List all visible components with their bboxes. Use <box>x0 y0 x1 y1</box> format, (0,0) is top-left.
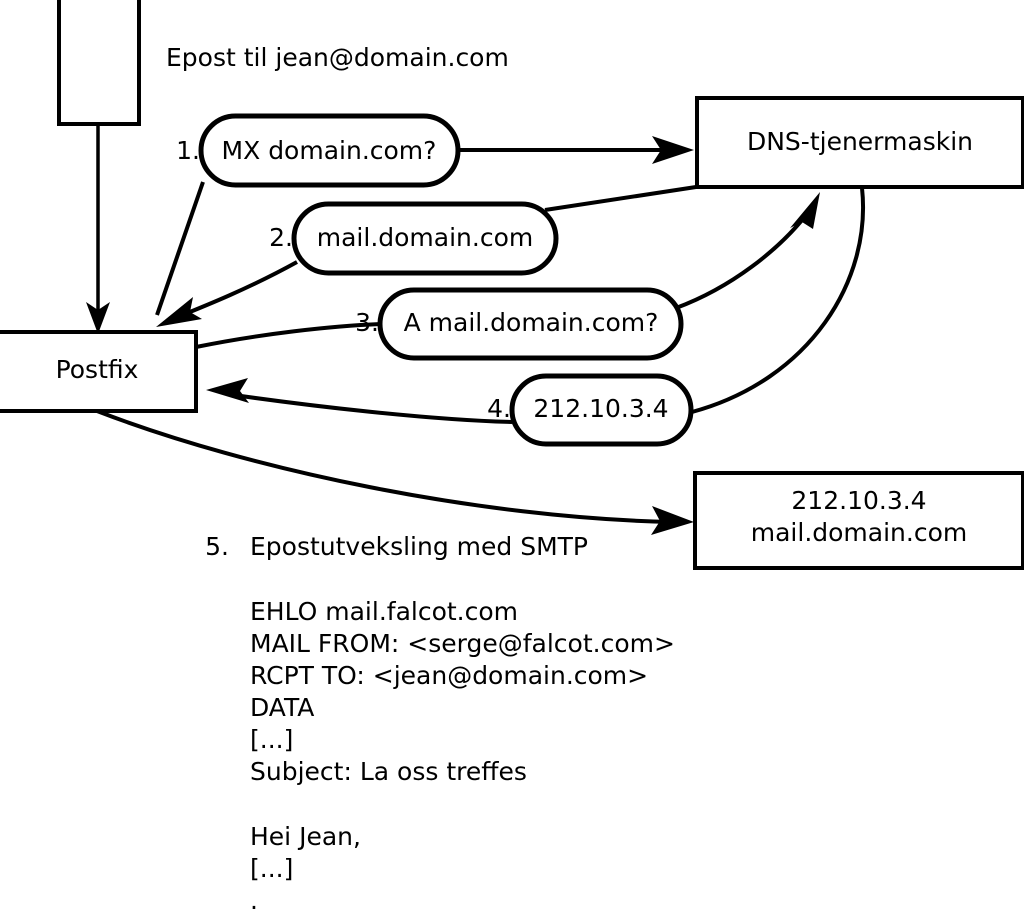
dns-server-label: DNS-tjenermaskin <box>747 127 973 156</box>
smtp-transcript-line: Subject: La oss treffes <box>250 757 527 786</box>
postfix-box[interactable] <box>0 330 198 413</box>
postfix-node[interactable]: Postfix <box>0 330 198 413</box>
edge-step4-a-answer <box>206 187 865 424</box>
smtp-transcript-line: RCPT TO: <jean@domain.com> <box>250 661 648 690</box>
smtp-transcript-line: MAIL FROM: <serge@falcot.com> <box>250 629 675 658</box>
smtp-transcript-line: . <box>250 886 258 915</box>
arrowhead-client-to-postfix <box>86 302 110 334</box>
email-caption: Epost til jean@domain.com <box>166 43 509 72</box>
smtp-transcript-line: EHLO mail.falcot.com <box>250 597 518 626</box>
smtp-transcript-line: Hei Jean, <box>250 822 361 851</box>
edge-step3-a-query <box>195 192 820 349</box>
step-1-group[interactable]: 1. MX domain.com? <box>176 113 461 188</box>
step-1-label: MX domain.com? <box>222 136 437 165</box>
step-3-number: 3. <box>355 308 379 337</box>
smtp-transcript-line: DATA <box>250 693 314 722</box>
dns-server-node[interactable]: DNS-tjenermaskin <box>695 96 1024 189</box>
smtp-transcript-line: [...] <box>250 725 293 754</box>
step-2-pill[interactable] <box>291 201 559 276</box>
arrowhead-step1-to-dns <box>652 136 694 164</box>
arrowhead-step4-to-postfix <box>206 378 249 403</box>
arrowhead-step3-to-dns <box>790 192 820 229</box>
edge-step5-smtp <box>96 409 694 535</box>
arrowhead-step2-to-postfix <box>156 297 202 327</box>
mail-server-ip-label: 212.10.3.4 <box>791 486 926 515</box>
edge-client-to-postfix <box>86 124 110 334</box>
smtp-transcript-line: [...] <box>250 854 293 883</box>
smtp-transcript: EHLO mail.falcot.com MAIL FROM: <serge@f… <box>250 597 675 915</box>
edge-step1-mx-query <box>155 136 694 316</box>
step-2-group[interactable]: 2. mail.domain.com <box>269 201 559 276</box>
step-1-pill[interactable] <box>198 113 461 188</box>
client-box[interactable] <box>57 0 141 126</box>
step-5-number: 5. <box>205 532 229 561</box>
step-4-pill[interactable] <box>509 373 694 447</box>
mail-server-node[interactable]: 212.10.3.4 mail.domain.com <box>693 471 1024 570</box>
step-2-number: 2. <box>269 223 293 252</box>
dns-server-box[interactable] <box>695 96 1024 189</box>
step-5-label: Epostutveksling med SMTP <box>250 532 588 561</box>
step-1-number: 1. <box>176 136 200 165</box>
arrowhead-step5-to-mailserver <box>651 506 694 535</box>
step-2-label: mail.domain.com <box>317 223 533 252</box>
postfix-label: Postfix <box>56 355 139 384</box>
step-3-label: A mail.domain.com? <box>404 308 659 337</box>
step-4-number: 4. <box>487 394 511 423</box>
step-3-pill[interactable] <box>377 287 684 361</box>
step-3-group[interactable]: 3. A mail.domain.com? <box>355 287 684 361</box>
step-4-label: 212.10.3.4 <box>533 394 668 423</box>
mail-server-box[interactable] <box>693 471 1024 570</box>
edge-step2-mx-answer <box>156 185 697 327</box>
step-4-group[interactable]: 4. 212.10.3.4 <box>487 373 694 447</box>
mail-server-host-label: mail.domain.com <box>751 518 967 547</box>
